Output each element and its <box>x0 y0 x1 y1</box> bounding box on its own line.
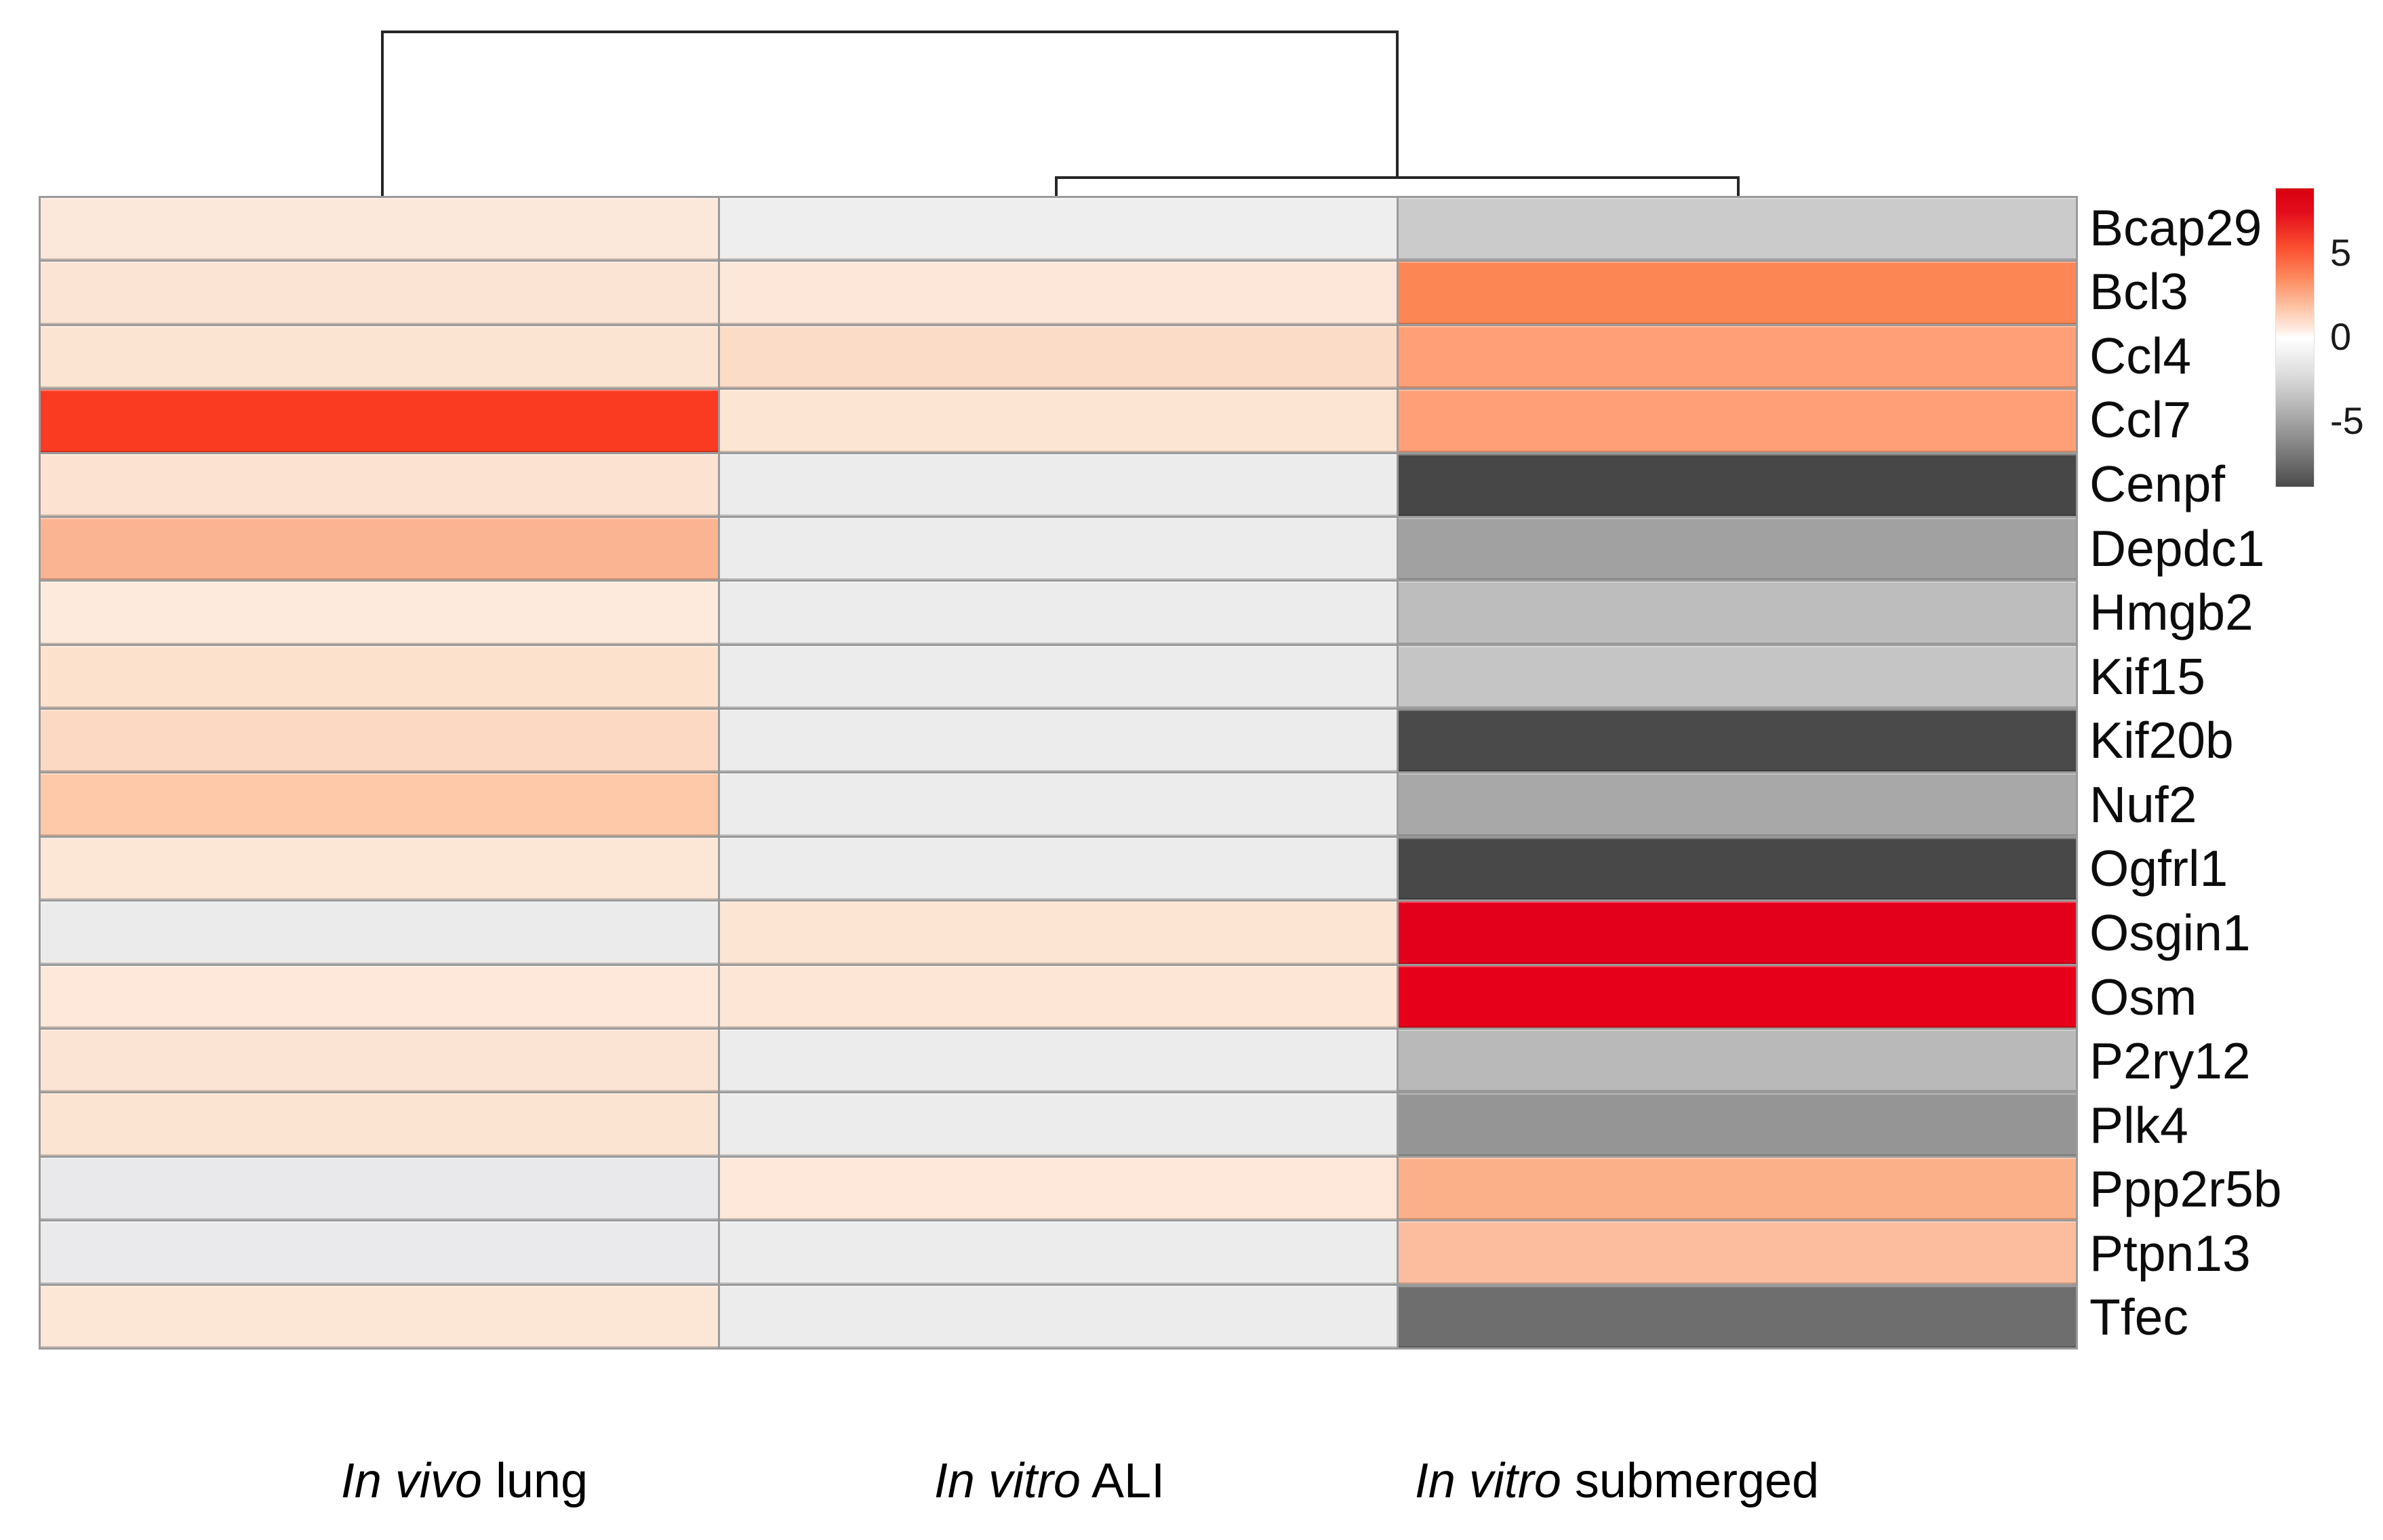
column-label-in-vitro-ali: In vitro ALI <box>934 1457 1165 1505</box>
column-label-in-vitro-submerged: In vitro submerged <box>1415 1457 1819 1505</box>
column-label-regular-part: submerged <box>1561 1454 1820 1508</box>
heatmap-cell-ptpn13-3 <box>1399 1221 2076 1284</box>
heatmap-cell-nuf2-2 <box>719 773 1397 836</box>
dendrogram-link-outer <box>381 31 1399 196</box>
heatmap-cell-tfec-3 <box>1399 1285 2076 1348</box>
row-label-bcl3: Bcl3 <box>2089 263 2188 321</box>
row-label-bcap29: Bcap29 <box>2089 199 2262 256</box>
colorbar-tick-max: 5 <box>2330 231 2352 274</box>
heatmap-cell-hmgb2-3 <box>1399 582 2076 644</box>
row-label-kif20b: Kif20b <box>2089 712 2234 769</box>
heatmap-cell-kif15-3 <box>1399 645 2076 708</box>
heatmap-cell-cenpf-1 <box>41 453 718 516</box>
heatmap-cell-depdc1-2 <box>719 517 1397 580</box>
heatmap-cell-nuf2-3 <box>1399 773 2076 836</box>
column-label-italic-part: In vitro <box>934 1454 1081 1508</box>
heatmap-cell-osm-1 <box>41 965 718 1028</box>
heatmap-cell-ccl7-2 <box>719 390 1397 452</box>
heatmap-cell-kif20b-3 <box>1399 710 2076 772</box>
heatmap-cell-bcl3-1 <box>41 262 718 324</box>
row-label-cenpf: Cenpf <box>2089 455 2226 513</box>
heatmap-cell-depdc1-3 <box>1399 517 2076 580</box>
heatmap-cell-plk4-1 <box>41 1093 718 1156</box>
heatmap-cell-plk4-3 <box>1399 1093 2076 1156</box>
heatmap-cell-bcl3-2 <box>719 262 1397 324</box>
column-label-italic-part: In vivo <box>340 1454 482 1508</box>
heatmap-cell-p2ry12-3 <box>1399 1030 2076 1092</box>
heatmap-cell-ogfrl1-3 <box>1399 837 2076 900</box>
column-label-regular-part: ALI <box>1080 1454 1165 1508</box>
heatmap-cell-hmgb2-2 <box>719 582 1397 644</box>
heatmap-cell-bcap29-1 <box>41 198 718 260</box>
row-label-ogfrl1: Ogfrl1 <box>2089 840 2228 897</box>
column-label-italic-part: In vitro <box>1414 1454 1561 1508</box>
heatmap-cell-osgin1-2 <box>719 901 1397 964</box>
heatmap-cell-bcl3-3 <box>1399 262 2076 324</box>
heatmap-cell-tfec-2 <box>719 1285 1397 1348</box>
heatmap-cell-cenpf-3 <box>1399 453 2076 516</box>
row-label-ppp2r5b: Ppp2r5b <box>2089 1160 2282 1218</box>
row-label-osm: Osm <box>2089 968 2197 1026</box>
row-label-p2ry12: P2ry12 <box>2089 1032 2251 1090</box>
heatmap-cell-ppp2r5b-1 <box>41 1157 718 1220</box>
heatmap-cell-ptpn13-2 <box>719 1221 1397 1284</box>
heatmap-cell-kif15-1 <box>41 645 718 708</box>
row-label-ccl7: Ccl7 <box>2089 391 2192 449</box>
heatmap-cell-kif20b-1 <box>41 710 718 772</box>
heatmap-cell-p2ry12-2 <box>719 1030 1397 1092</box>
heatmap-cell-osm-2 <box>719 965 1397 1028</box>
heatmap-cell-ccl4-3 <box>1399 325 2076 388</box>
heatmap-grid <box>39 196 2078 1350</box>
heatmap-cell-ptpn13-1 <box>41 1221 718 1284</box>
column-label-in-vivo-lung: In vivo lung <box>341 1457 588 1505</box>
heatmap-cell-bcap29-3 <box>1399 198 2076 260</box>
heatmap-cell-kif15-2 <box>719 645 1397 708</box>
dendrogram-link-inner <box>1055 176 1740 196</box>
heatmap-cell-nuf2-1 <box>41 773 718 836</box>
heatmap-cell-tfec-1 <box>41 1285 718 1348</box>
heatmap-cell-hmgb2-1 <box>41 582 718 644</box>
row-label-kif15: Kif15 <box>2089 647 2205 705</box>
heatmap-cell-p2ry12-1 <box>41 1030 718 1092</box>
heatmap-cell-ogfrl1-2 <box>719 837 1397 900</box>
heatmap-cell-ccl4-1 <box>41 325 718 388</box>
heatmap-cell-ccl7-1 <box>41 390 718 452</box>
column-label-regular-part: lung <box>481 1454 588 1508</box>
row-label-tfec: Tfec <box>2089 1289 2188 1346</box>
row-label-ccl4: Ccl4 <box>2089 327 2192 384</box>
heatmap-cell-osgin1-3 <box>1399 901 2076 964</box>
heatmap-cell-plk4-2 <box>719 1093 1397 1156</box>
heatmap-cell-ogfrl1-1 <box>41 837 718 900</box>
row-label-nuf2: Nuf2 <box>2089 775 2197 833</box>
heatmap-cell-kif20b-2 <box>719 710 1397 772</box>
heatmap-cell-ccl4-2 <box>719 325 1397 388</box>
heatmap-cell-cenpf-2 <box>719 453 1397 516</box>
colorbar-gradient <box>2276 188 2314 487</box>
colorbar-tick-zero: 0 <box>2330 315 2352 358</box>
heatmap-cell-bcap29-2 <box>719 198 1397 260</box>
row-label-hmgb2: Hmgb2 <box>2089 584 2254 641</box>
row-label-plk4: Plk4 <box>2089 1096 2188 1154</box>
row-label-depdc1: Depdc1 <box>2089 519 2265 577</box>
heatmap-cell-depdc1-1 <box>41 517 718 580</box>
colorbar-tick-min: -5 <box>2330 399 2364 442</box>
row-label-ptpn13: Ptpn13 <box>2089 1224 2251 1282</box>
heatmap-cell-ccl7-3 <box>1399 390 2076 452</box>
heatmap-cell-ppp2r5b-3 <box>1399 1157 2076 1220</box>
heatmap-cell-osm-3 <box>1399 965 2076 1028</box>
row-label-osgin1: Osgin1 <box>2089 904 2251 961</box>
heatmap-cell-osgin1-1 <box>41 901 718 964</box>
heatmap-cell-ppp2r5b-2 <box>719 1157 1397 1220</box>
